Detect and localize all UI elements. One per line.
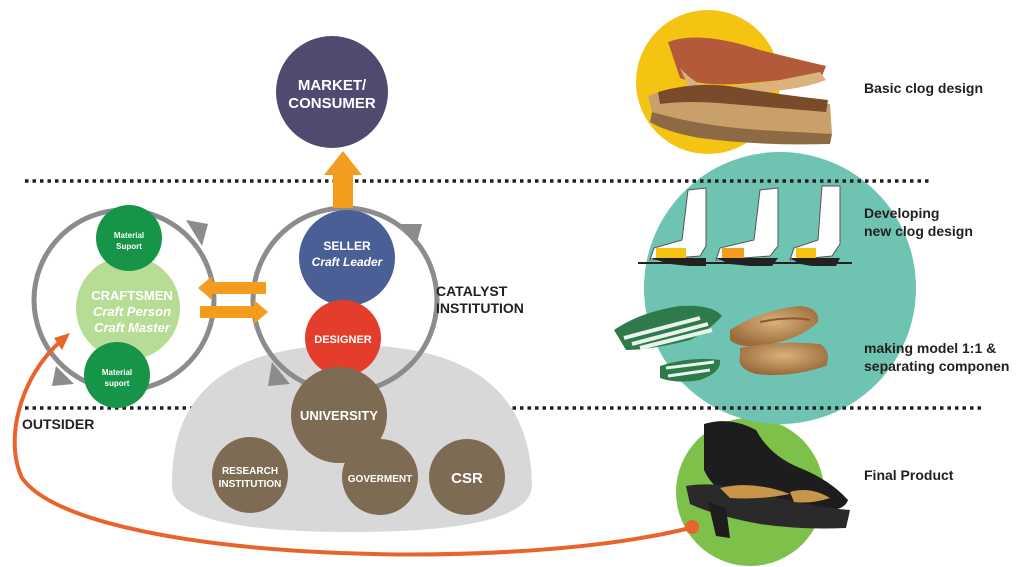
research-institution-circle xyxy=(212,437,288,513)
material-top-circle xyxy=(96,205,162,271)
stage-making-label-1: making model 1:1 & xyxy=(864,340,996,356)
seller-circle xyxy=(299,210,395,306)
stage-making-label-2: separating componen xyxy=(864,358,1009,374)
government-label: GOVERMENT xyxy=(348,474,412,485)
designer-label: DESIGNER xyxy=(314,334,372,346)
stage-final-label: Final Product xyxy=(864,467,954,483)
catalyst-label-2: INSTITUTION xyxy=(436,300,524,316)
arrow-left-exchange xyxy=(198,276,266,300)
arrow-up-to-market xyxy=(324,151,362,208)
craftsmen-line3: Craft Master xyxy=(94,320,171,335)
stage-developing-label-2: new clog design xyxy=(864,223,973,239)
material-bottom-label-1: Material xyxy=(102,368,132,377)
csr-circle xyxy=(429,439,505,515)
catalyst-label-1: CATALYST xyxy=(436,283,508,299)
research-label-1: RESEARCH xyxy=(222,466,278,477)
csr-label: CSR xyxy=(451,470,483,487)
cycle-arrowhead-2 xyxy=(52,366,74,386)
feedback-start-dot xyxy=(685,520,699,534)
material-bottom-circle xyxy=(84,342,150,408)
craftsmen-line2: Craft Person xyxy=(93,304,171,319)
developing-clog-sketches xyxy=(638,185,852,266)
designer-circle xyxy=(305,300,381,376)
market-label-1: MARKET/ xyxy=(298,77,367,94)
developing-circle xyxy=(644,152,916,424)
market-label-2: CONSUMER xyxy=(288,95,376,112)
material-bottom-label-2: suport xyxy=(105,379,130,388)
cycle-arrowhead-3 xyxy=(400,224,422,246)
feedback-curve xyxy=(12,338,691,557)
seller-title: SELLER xyxy=(323,239,371,253)
final-product-image xyxy=(686,421,850,538)
material-top-label-1: Material xyxy=(114,231,144,240)
stage-developing-label-1: Developing xyxy=(864,205,939,221)
basic-clog-image xyxy=(648,37,832,145)
outsider-label: OUTSIDER xyxy=(22,416,94,432)
seller-subtitle: Craft Leader xyxy=(312,255,384,269)
stage-basic-label: Basic clog design xyxy=(864,80,983,96)
model-components-image xyxy=(614,305,828,382)
craftsmen-circle xyxy=(76,256,180,360)
government-circle xyxy=(342,439,418,515)
university-circle xyxy=(291,367,387,463)
craftsmen-title: CRAFTSMEN xyxy=(91,288,173,303)
material-top-label-2: Suport xyxy=(116,242,142,251)
cycle-arrowhead-1 xyxy=(186,220,208,246)
university-label: UNIVERSITY xyxy=(300,408,378,423)
arrow-right-exchange xyxy=(200,300,268,324)
research-label-2: INSTITUTION xyxy=(219,479,282,490)
cycle-arrowhead-4 xyxy=(268,362,290,386)
feedback-arrowhead xyxy=(54,333,70,350)
market-consumer-circle xyxy=(276,36,388,148)
